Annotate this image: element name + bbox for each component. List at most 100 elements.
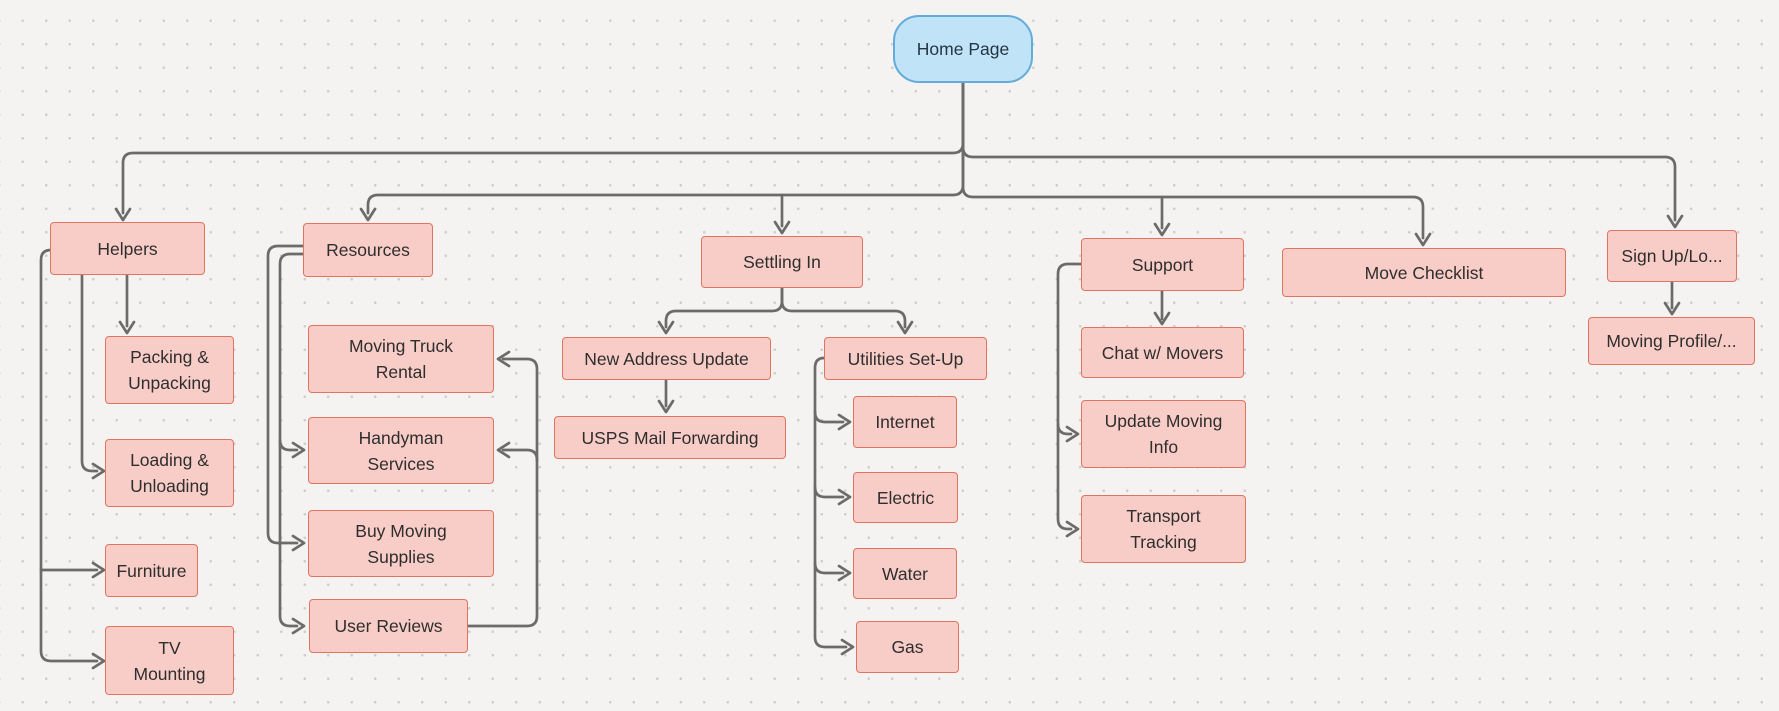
node-label: Helpers [97, 238, 158, 259]
node-home[interactable]: Home Page [893, 15, 1033, 83]
node-label-line: Loading & [130, 450, 209, 470]
node-electric[interactable]: Electric [853, 472, 958, 523]
arrowhead-icon [1663, 301, 1681, 316]
node-tv[interactable]: TV Mounting [105, 626, 234, 695]
node-internet[interactable]: Internet [853, 396, 957, 448]
arrowhead-icon [1153, 311, 1171, 326]
arrowhead-icon [291, 441, 306, 459]
node-label-line: Update Moving [1104, 411, 1223, 431]
arrowhead-icon [114, 207, 132, 222]
arrowhead-icon [496, 350, 511, 368]
arrowhead-icon [1414, 232, 1432, 247]
node-packing[interactable]: Packing & Unpacking [105, 336, 234, 404]
node-label: Settling In [743, 252, 821, 272]
arrowhead-icon [1065, 425, 1080, 443]
edge-utilities-electric[interactable] [813, 485, 845, 499]
node-label-line: Transport [1126, 506, 1201, 526]
node-label: Internet [875, 412, 935, 432]
edge-home-checklist[interactable] [961, 81, 1425, 240]
node-label: Furniture [116, 560, 187, 581]
node-water[interactable]: Water [853, 548, 957, 599]
node-label-line: Services [367, 453, 435, 474]
edge-resources-reviews[interactable] [278, 252, 305, 628]
node-label-line: Buy Moving [355, 520, 447, 541]
node-label: Move Checklist [1364, 262, 1484, 283]
node-label: Electric [876, 487, 935, 508]
arrowhead-icon [1065, 520, 1080, 538]
edge-resources-supplies[interactable] [266, 244, 305, 545]
node-label: New Address Update [584, 348, 749, 369]
node-label-line: Packing & [130, 347, 209, 367]
arrowhead-icon [1153, 222, 1171, 237]
edge-settling-newaddr[interactable] [664, 286, 784, 329]
node-label-line: TV [158, 637, 181, 658]
node-usps[interactable]: USPS Mail Forwarding [554, 416, 786, 459]
arrowhead-icon [837, 413, 852, 431]
arrowhead-icon [657, 399, 675, 414]
node-label-line: Mounting [133, 663, 206, 684]
node-furniture[interactable]: Furniture [105, 544, 198, 597]
node-resources[interactable]: Resources [303, 223, 433, 277]
node-loading[interactable]: Loading & Unloading [105, 439, 234, 507]
node-label-line: Handyman [358, 427, 444, 448]
node-gas[interactable]: Gas [856, 621, 959, 673]
node-chat[interactable]: Chat w/ Movers [1081, 327, 1244, 378]
node-signup[interactable]: Sign Up/Lo... [1607, 230, 1737, 282]
node-label-line: Rental [375, 362, 427, 382]
arrowhead-icon [837, 564, 852, 582]
edge-reviews-handyman[interactable] [501, 448, 539, 462]
edge-helpers-loading[interactable] [80, 273, 99, 473]
node-label-line: Moving Truck [348, 336, 454, 356]
arrowhead-icon [291, 617, 306, 635]
node-label: User Reviews [334, 616, 443, 636]
edge-helpers-tv[interactable] [39, 248, 99, 663]
edge-resources-handyman[interactable] [278, 438, 299, 452]
node-utilities[interactable]: Utilities Set-Up [824, 337, 987, 380]
arrowhead-icon [91, 652, 106, 670]
node-settling[interactable]: Settling In [701, 236, 863, 288]
edge-utilities-water[interactable] [813, 561, 845, 575]
arrowhead-icon [91, 561, 106, 579]
edge-utilities-gas[interactable] [813, 356, 848, 649]
edge-reviews-truck[interactable] [466, 357, 539, 628]
node-label: Utilities Set-Up [847, 348, 964, 369]
node-label-line: Unpacking [128, 373, 211, 393]
node-label: USPS Mail Forwarding [581, 427, 759, 448]
arrowhead-icon [840, 638, 855, 656]
edge-utilities-internet[interactable] [813, 410, 845, 424]
arrowhead-icon [1666, 214, 1684, 229]
edge-support-update[interactable] [1056, 422, 1073, 436]
node-helpers[interactable]: Helpers [50, 222, 205, 275]
edge-home-resources[interactable] [366, 81, 965, 215]
arrowhead-icon [496, 441, 511, 459]
node-reviews[interactable]: User Reviews [309, 599, 468, 653]
node-label-line: Supplies [367, 546, 435, 567]
arrowhead-icon [91, 462, 106, 480]
node-checklist[interactable]: Move Checklist [1282, 248, 1566, 297]
node-label-line: Unloading [130, 476, 209, 496]
node-label: Gas [891, 637, 924, 657]
arrowhead-icon [359, 207, 377, 222]
arrowhead-icon [896, 320, 914, 335]
node-support[interactable]: Support [1081, 238, 1244, 291]
node-newaddr[interactable]: New Address Update [562, 337, 771, 380]
edge-support-transport[interactable] [1056, 262, 1083, 531]
edge-home-helpers[interactable] [121, 81, 965, 215]
node-label: Support [1131, 254, 1194, 275]
arrowhead-icon [773, 220, 791, 235]
arrowhead-icon [291, 534, 306, 552]
edge-home-signup[interactable] [961, 81, 1677, 222]
node-label: Moving Profile/... [1606, 331, 1737, 351]
edge-settling-utilities[interactable] [780, 286, 907, 329]
arrowhead-icon [657, 320, 675, 335]
node-label: Resources [326, 240, 410, 260]
node-profile[interactable]: Moving Profile/... [1588, 317, 1755, 365]
arrowhead-icon [118, 320, 136, 335]
node-label: Home Page [916, 39, 1010, 59]
